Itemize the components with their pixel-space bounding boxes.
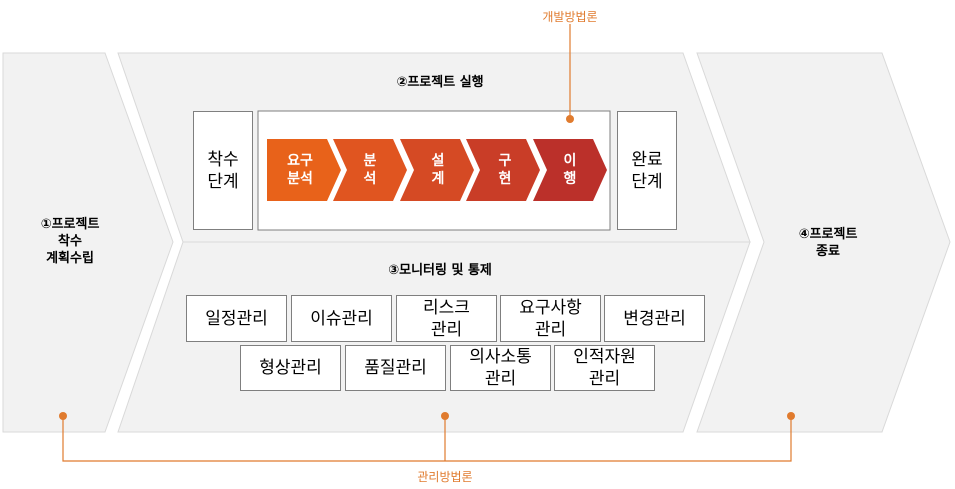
mgmt-requirements: 요구사항 관리	[500, 295, 601, 342]
mgmt-issue: 이슈관리	[291, 295, 392, 342]
start-stage-box: 착수 단계	[193, 111, 253, 230]
mgmt-change: 변경관리	[604, 295, 705, 342]
end-stage-box: 완료 단계	[617, 111, 677, 230]
step-chevron-1	[267, 139, 341, 201]
management-methodology-label: 관리방법론	[417, 470, 473, 484]
phase3-title: ③모니터링 및 통제	[388, 263, 492, 278]
mgmt-schedule: 일정관리	[186, 295, 287, 342]
step-chevron-4	[466, 139, 540, 201]
step-label-2: 분 석	[363, 153, 377, 187]
mgmt-dot-2	[441, 412, 449, 420]
mgmt-quality: 품질관리	[345, 345, 446, 391]
phase2-title: ②프로젝트 실행	[396, 75, 484, 90]
step-chevron-3	[400, 139, 474, 201]
mgmt-configuration: 형상관리	[240, 345, 341, 391]
mgmt-dot-1	[59, 412, 67, 420]
step-chevron-5	[533, 139, 607, 201]
step-label-5: 이 행	[563, 153, 577, 187]
phase4-chevron	[696, 52, 951, 433]
step-label-1: 요구 분석	[287, 153, 313, 187]
development-methodology-label: 개발방법론	[542, 10, 598, 24]
phase4-label: ④프로젝트 종료	[798, 227, 858, 259]
step-chevron-2	[333, 139, 407, 201]
phase1-chevron	[2, 52, 174, 433]
mgmt-human-resources: 인적자원 관리	[554, 345, 655, 391]
dev-method-dot	[566, 115, 574, 123]
phase1-label: ①프로젝트 착수 계획수립	[40, 217, 100, 266]
step-label-3: 설 계	[431, 153, 445, 187]
step-label-4: 구 현	[498, 153, 512, 187]
mgmt-risk: 리스크 관리	[396, 295, 497, 342]
mgmt-communication: 의사소통 관리	[450, 345, 551, 391]
mgmt-dot-3	[787, 412, 795, 420]
